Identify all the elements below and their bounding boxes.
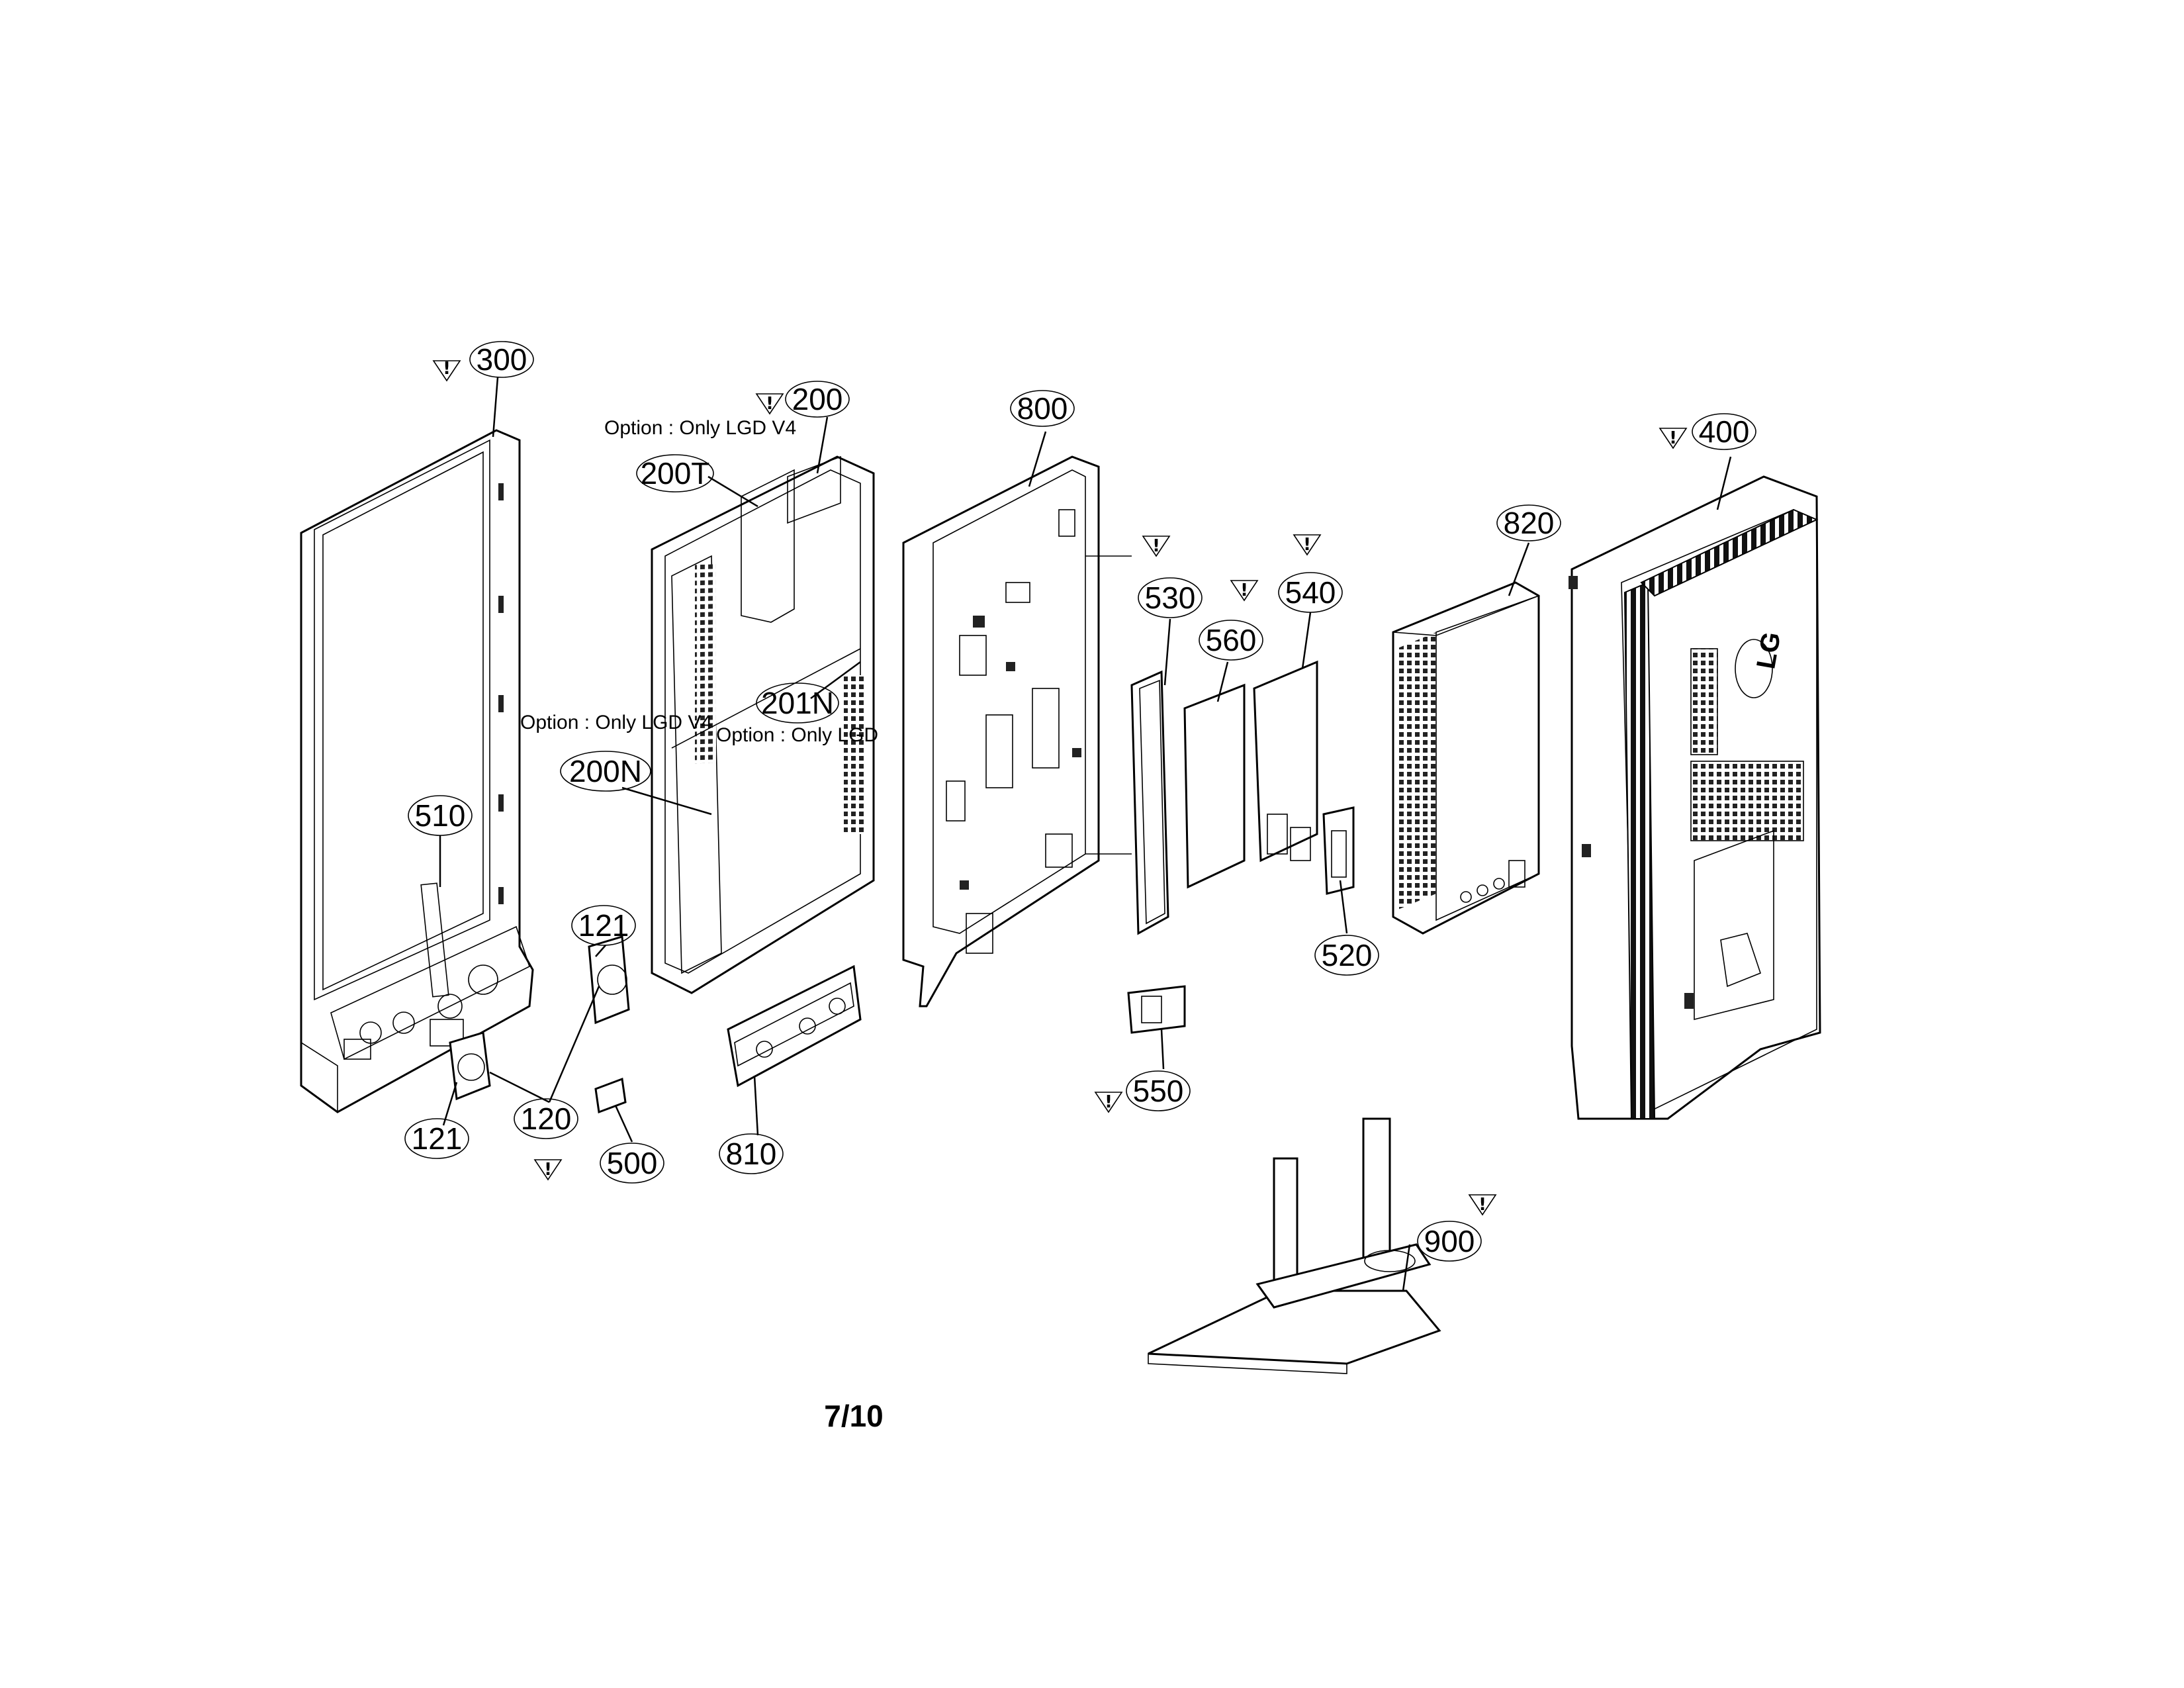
svg-text:121: 121: [578, 908, 629, 943]
part-540-board: [1253, 660, 1318, 863]
callout-510: 510: [408, 795, 473, 836]
part-800-chassis-plate: [902, 455, 1132, 1008]
part-550-bracket: [1127, 985, 1186, 1034]
lg-logo-text: LG: [1751, 630, 1786, 671]
callout-201N: 201N: [756, 682, 839, 724]
part-530-board: [1130, 670, 1169, 935]
svg-text:500: 500: [607, 1146, 658, 1180]
svg-text:550: 550: [1133, 1074, 1184, 1108]
callout-200N: 200N: [560, 751, 651, 792]
note-option-lgd-v4-top: Option : Only LGD V4: [604, 417, 796, 439]
callouts: ! 300 ! 200 200T 800 ! 400: [404, 341, 1756, 1262]
callout-121-right: 121: [571, 905, 636, 946]
svg-text:530: 530: [1145, 581, 1196, 615]
svg-text:560: 560: [1206, 623, 1257, 657]
svg-text:!: !: [1152, 536, 1160, 556]
svg-text:201N: 201N: [761, 686, 834, 720]
svg-text:121: 121: [412, 1121, 463, 1156]
callout-560: ! 560: [1199, 580, 1263, 661]
svg-text:510: 510: [415, 798, 466, 833]
svg-text:820: 820: [1504, 506, 1555, 540]
svg-text:!: !: [1479, 1195, 1486, 1215]
callout-900: ! 900: [1417, 1194, 1497, 1262]
svg-text:800: 800: [1017, 391, 1068, 426]
callout-121-left: 121: [404, 1118, 469, 1159]
callout-500: 500: [600, 1143, 664, 1184]
callout-550: ! 550: [1094, 1070, 1191, 1113]
svg-text:810: 810: [726, 1137, 777, 1171]
part-820-power-cover: [1392, 581, 1540, 935]
svg-text:120: 120: [521, 1102, 572, 1136]
callout-810: 810: [719, 1133, 784, 1174]
part-500-board: [594, 1077, 627, 1114]
part-121-speaker-right: [588, 935, 630, 1025]
callout-800: 800: [1010, 390, 1075, 427]
callout-300: ! 300: [432, 341, 534, 382]
callout-120: 120 !: [514, 1098, 578, 1181]
svg-text:200T: 200T: [641, 456, 710, 491]
svg-text:300: 300: [477, 342, 527, 377]
svg-text:540: 540: [1285, 575, 1336, 610]
callout-540: ! 540: [1278, 534, 1343, 613]
part-810-bracket: [727, 964, 862, 1088]
part-300-front-bezel: [300, 429, 534, 1113]
svg-text:!: !: [443, 359, 451, 379]
svg-text:!: !: [544, 1160, 552, 1180]
svg-text:!: !: [1669, 428, 1677, 448]
callout-200: ! 200: [755, 381, 850, 418]
callout-530: ! 530: [1138, 536, 1203, 618]
note-option-lgd-right: Option : Only LGD: [716, 724, 878, 746]
svg-text:!: !: [1240, 581, 1248, 600]
svg-text:900: 900: [1424, 1224, 1475, 1258]
lg-logo: LG: [1735, 630, 1786, 698]
part-900-stand: [1148, 1117, 1441, 1374]
callout-400: ! 400: [1659, 413, 1756, 450]
note-option-lgd-v4-mid: Option : Only LGD V4: [520, 712, 712, 733]
part-560-board: [1183, 683, 1246, 889]
svg-text:!: !: [1303, 535, 1311, 555]
callout-820: 820: [1496, 504, 1561, 541]
svg-text:520: 520: [1322, 938, 1373, 972]
svg-text:!: !: [1105, 1092, 1113, 1112]
svg-text:200N: 200N: [569, 754, 642, 788]
leader-lines: [439, 377, 1732, 1291]
callout-200T: 200T: [636, 454, 714, 492]
svg-text:400: 400: [1699, 414, 1750, 449]
svg-text:200: 200: [792, 382, 843, 416]
page-number: 7/10: [824, 1399, 884, 1433]
callout-520: 520: [1314, 935, 1379, 976]
svg-text:!: !: [766, 394, 774, 414]
part-121-speaker-left: [449, 1031, 491, 1101]
part-400-back-cover: LG: [1569, 475, 1821, 1120]
part-520-bracket: [1322, 806, 1355, 895]
part-200-panel-module: [651, 455, 875, 994]
